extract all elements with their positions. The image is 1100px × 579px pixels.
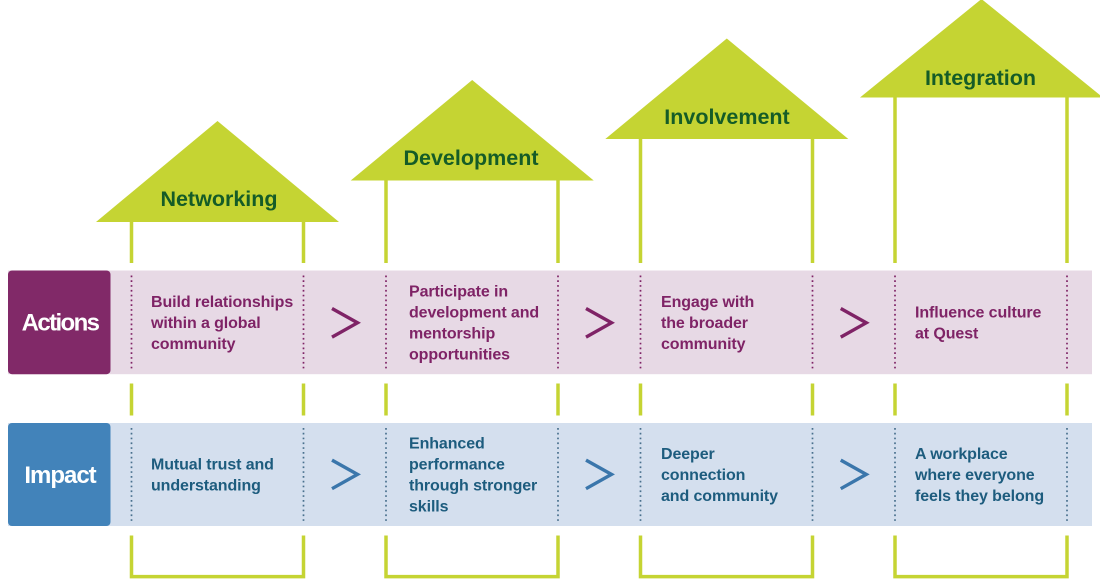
svg-text:performance: performance xyxy=(409,457,505,474)
svg-text:A workplace: A workplace xyxy=(915,446,1008,463)
svg-text:development and: development and xyxy=(409,305,539,322)
svg-text:Networking: Networking xyxy=(160,187,277,211)
svg-text:Enhanced: Enhanced xyxy=(409,436,485,453)
svg-text:Engage with: Engage with xyxy=(661,294,754,311)
svg-text:Participate in: Participate in xyxy=(409,284,508,301)
svg-text:mentorship: mentorship xyxy=(409,326,495,343)
svg-text:connection: connection xyxy=(661,467,745,484)
svg-text:understanding: understanding xyxy=(151,478,261,495)
svg-text:Impact: Impact xyxy=(24,462,96,489)
svg-text:Mutual trust and: Mutual trust and xyxy=(151,457,274,474)
svg-text:Development: Development xyxy=(403,146,538,170)
svg-text:where everyone: where everyone xyxy=(914,467,1035,484)
svg-text:the broader: the broader xyxy=(661,315,748,332)
svg-text:and community: and community xyxy=(661,488,778,505)
svg-text:feels they belong: feels they belong xyxy=(915,488,1044,505)
svg-text:within a global: within a global xyxy=(150,315,261,332)
svg-text:through stronger: through stronger xyxy=(409,478,537,495)
svg-text:Influence culture: Influence culture xyxy=(915,305,1042,322)
svg-text:Actions: Actions xyxy=(22,310,100,337)
svg-text:skills: skills xyxy=(409,499,449,516)
svg-text:community: community xyxy=(151,336,236,353)
svg-text:opportunities: opportunities xyxy=(409,347,510,364)
svg-text:Build relationships: Build relationships xyxy=(151,294,293,311)
svg-text:at Quest: at Quest xyxy=(915,326,979,343)
svg-text:Involvement: Involvement xyxy=(664,105,789,129)
svg-text:Deeper: Deeper xyxy=(661,446,715,463)
svg-text:Integration: Integration xyxy=(925,66,1036,90)
svg-text:community: community xyxy=(661,336,746,353)
